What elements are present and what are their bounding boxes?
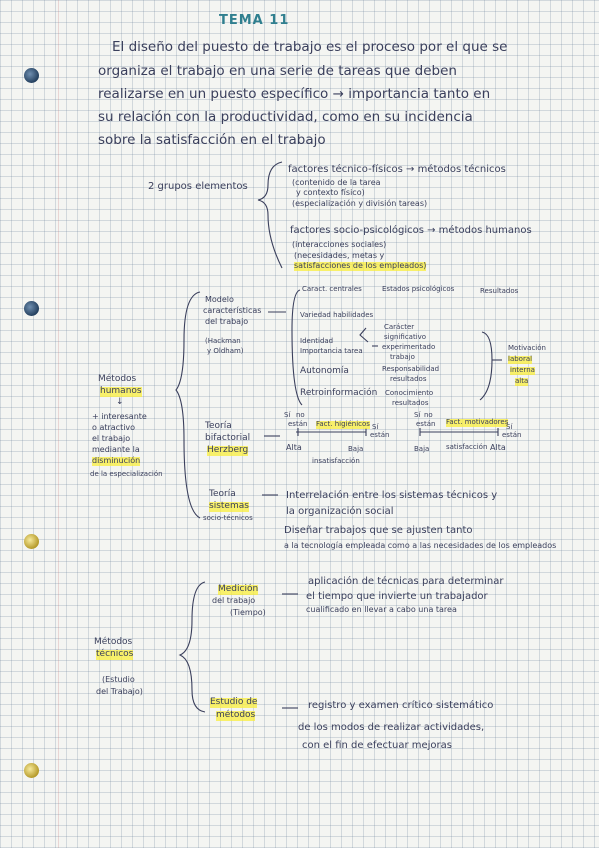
estado-psicologico: experimentado [382,343,436,351]
estado-psicologico: Conocimiento [385,389,434,397]
estudio-name: métodos [216,710,256,721]
binder-hole [24,68,39,83]
herzberg-label: Sí [506,423,513,431]
modelo-authors: (Hackman [205,337,241,345]
modelo-header: Resultados [480,287,519,295]
intro-line: realizarse en un puesto específico → imp… [98,86,491,102]
factores-tecnicos: factores técnico-físicos → métodos técni… [288,164,506,175]
metodos-humanos-label: Métodos [98,374,137,384]
herzberg-name: Herzberg [207,445,249,456]
medicion-text: el tiempo que invierte un trabajador [306,591,488,602]
binder-hole [24,534,39,549]
herzberg-label: están [416,420,436,428]
medicion-text: aplicación de técnicas para determinar [308,576,504,587]
margin-line [58,0,59,848]
factores-tecnicos-detail: (especialización y división tareas) [292,199,428,208]
sistemas-text: la organización social [286,506,394,517]
estado-psicologico: resultados [392,399,429,407]
down-arrow-icon: ↓ [116,397,124,407]
herzberg-label: están [288,420,308,428]
intro-line: El diseño del puesto de trabajo es el pr… [112,39,508,55]
tecnicos-sub: (Estudio [102,675,135,684]
factores-tecnicos-detail: y contexto físico) [296,188,365,197]
fact-motivadores: Fact. motivadores [446,418,509,427]
medicion-name: Medición [218,584,259,595]
estado-psicologico: Carácter [384,323,415,331]
modelo-header: Estados psicológicos [382,285,455,293]
sistemas-name: sistemas [209,501,249,512]
metodos-tecnicos-label: técnicos [96,649,134,660]
intro-line: organiza el trabajo en una serie de tare… [98,63,457,79]
caract-central: Retroinformación [300,388,378,398]
estado-psicologico: significativo [384,333,427,341]
estudio-name: Estudio de [210,697,258,708]
estudio-text: con el fin de efectuar mejoras [302,740,452,751]
estado-psicologico: resultados [390,375,427,383]
herzberg-label: Sí [284,411,291,419]
humanos-desc: mediante la [92,445,140,454]
page-title: TEMA 11 [219,13,290,28]
binder-hole [24,763,39,778]
intro-line: sobre la satisfacción en el trabajo [98,132,326,148]
sistemas-text: Diseñar trabajos que se ajusten tanto [284,525,473,536]
herzberg-label: insatisfacción [312,457,360,465]
humanos-desc: disminución [92,456,141,466]
resultado: alta [515,377,529,386]
estado-psicologico: Responsabilidad [382,365,440,373]
modelo-name: características [203,306,262,315]
sistemas-text: a la tecnología empleada como a las nece… [284,541,557,550]
binder-hole [24,301,39,316]
herzberg-label: están [502,431,522,439]
humanos-desc: o atractivo [92,423,136,432]
caract-central: Identidad [300,337,334,345]
herzberg-label: satisfacción [446,443,488,451]
herzberg-label: no [296,411,305,419]
metodos-tecnicos-label: Métodos [94,637,133,647]
resultado: laboral [508,355,533,364]
sistemas-name: Teoría [209,489,236,499]
herzberg-label: Alta [490,443,506,452]
humanos-desc: el trabajo [92,434,131,443]
factores-tecnicos-detail: (contenido de la tarea [292,178,381,187]
herzberg-label: no [424,411,433,419]
medicion-name: del trabajo [212,596,256,605]
caract-central: Autonomía [300,366,349,376]
factores-socio-detail: (interacciones sociales) [292,240,387,249]
herzberg-name: Teoría [205,421,232,431]
factores-socio: factores socio-psicológicos → métodos hu… [290,225,532,236]
estado-psicologico: trabajo [390,353,415,361]
humanos-desc: + interesante [92,412,147,421]
modelo-name: del trabajo [205,317,249,326]
herzberg-label: Sí [414,411,421,419]
herzberg-label: Baja [348,445,364,453]
herzberg-name: bifactorial [205,433,251,443]
metodos-humanos-label: humanos [100,386,142,397]
herzberg-label: Alta [286,443,302,452]
herzberg-label: Baja [414,445,430,453]
caract-central: Importancia tarea [300,347,363,355]
caract-central: Variedad habilidades [300,311,374,319]
estudio-text: de los modos de realizar actividades, [298,722,485,733]
factores-socio-detail: (necesidades, metas y [294,251,385,260]
medicion-name: (Tiempo) [230,608,266,617]
sistemas-name: socio-técnicos [203,514,253,522]
sistemas-text: Interrelación entre los sistemas técnico… [286,490,498,501]
humanos-desc: de la especialización [90,470,163,478]
estudio-text: registro y examen crítico sistemático [308,700,494,711]
fact-higienicos: Fact. higiénicos [316,420,370,429]
herzberg-label: Sí [372,423,379,431]
modelo-header: Caract. centrales [302,285,362,293]
factores-socio-detail: satisfacciones de los empleados) [294,261,427,271]
medicion-text: cualificado en llevar a cabo una tarea [306,605,457,614]
modelo-authors: y Oldham) [207,347,244,355]
intro-line: su relación con la productividad, como e… [98,109,473,125]
tecnicos-sub: del Trabajo) [96,687,143,696]
modelo-name: Modelo [205,295,234,304]
grupos-label: 2 grupos elementos [148,181,248,192]
resultado: interna [510,366,535,375]
resultado: Motivación [508,344,546,352]
herzberg-label: están [370,431,390,439]
